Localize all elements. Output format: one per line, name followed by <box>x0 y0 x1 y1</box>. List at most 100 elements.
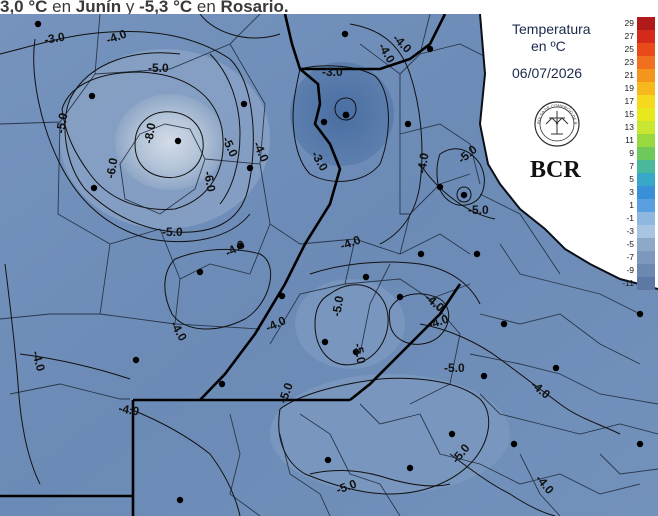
color-scale-swatch <box>637 56 655 69</box>
isotherm-label: -4.0 <box>29 349 48 373</box>
locality-dot <box>88 92 96 100</box>
isotherm-label: -5.0 <box>468 203 489 217</box>
locality-dot <box>324 456 332 464</box>
legend-date: 06/07/2026 <box>512 65 582 81</box>
locality-dot <box>460 191 468 199</box>
locality-dot <box>218 380 226 388</box>
color-scale-label: 23 <box>625 57 635 67</box>
color-scale-label: 5 <box>629 174 634 184</box>
color-scale-label: 3 <box>629 187 634 197</box>
isotherm-label: -5.0 <box>444 361 465 375</box>
color-scale-label: 29 <box>625 18 635 28</box>
color-scale-label: -7 <box>626 252 634 262</box>
color-scale-label: -11 <box>622 278 634 288</box>
locality-dot <box>417 250 425 258</box>
isotherm-label: -6.0 <box>201 170 218 193</box>
color-scale-swatch <box>637 238 655 251</box>
locality-dot <box>246 164 254 172</box>
color-scale-swatch <box>637 160 655 173</box>
caption-text: en <box>47 0 76 16</box>
locality-dot <box>500 320 508 328</box>
isotherm-label: -4.0 <box>414 151 431 174</box>
color-scale-label: 11 <box>625 135 634 145</box>
isotherm-label: -8.0 <box>141 121 158 144</box>
color-scale-label: 25 <box>625 44 635 54</box>
color-scale-swatch <box>637 30 655 43</box>
color-scale-label: 1 <box>629 200 634 210</box>
locality-dot <box>426 45 434 53</box>
locality-dot <box>176 496 184 504</box>
locality-dot <box>404 120 412 128</box>
caption-value-rosario: -5,3 °C <box>139 0 193 16</box>
color-scale-label: -9 <box>626 265 634 275</box>
isotherm-label: -5.0 <box>351 342 368 365</box>
locality-dot <box>321 338 329 346</box>
isotherm-label: -3.0 <box>43 30 66 47</box>
locality-dot <box>174 137 182 145</box>
isotherm-label: -4.0 <box>338 232 363 252</box>
isotherm-label: -4.0 <box>117 401 140 418</box>
locality-dot <box>132 356 140 364</box>
caption-text: y <box>121 0 140 16</box>
caption-place-rosario: Rosario. <box>220 0 289 16</box>
color-scale-swatch <box>637 212 655 225</box>
locality-dot <box>196 268 204 276</box>
border-cordoba-santafe <box>199 14 342 401</box>
province-borders <box>0 14 462 516</box>
border-santafe-buenosaires <box>349 283 462 402</box>
color-scale-swatch <box>637 147 655 160</box>
isotherm-label: -4.0 <box>426 311 451 331</box>
isotherm-label: -5.0 <box>276 381 296 406</box>
color-scale-swatch <box>637 225 655 238</box>
isotherm-label: -5.0 <box>148 61 169 75</box>
locality-dot <box>352 348 360 356</box>
color-scale-label: 21 <box>625 70 635 80</box>
locality-dot <box>236 242 244 250</box>
isotherm-label: -5.0 <box>334 476 359 496</box>
color-scale-swatch <box>637 199 655 212</box>
locality-dot <box>448 430 456 438</box>
isotherm-label: -5.0 <box>162 225 183 239</box>
locality-dot <box>90 184 98 192</box>
isotherm-label-group: -3.0 -4.0 -5.0 -5.0 -6.0 -8.0 -6.0 -5.0 … <box>29 26 557 497</box>
color-scale-swatch <box>637 277 655 290</box>
locality-dot <box>278 292 286 300</box>
locality-dot <box>636 310 644 318</box>
legend-unit: en ºC <box>531 38 566 54</box>
locality-dot <box>473 250 481 258</box>
locality-dot <box>342 111 350 119</box>
locality-dot <box>341 30 349 38</box>
cold-core-east <box>290 62 394 166</box>
color-scale-swatch <box>637 95 655 108</box>
locality-dot <box>510 440 518 448</box>
isotherm-label: -5.0 <box>329 294 346 317</box>
locality-dot <box>406 464 414 472</box>
isotherm-label: -4.0 <box>104 26 129 46</box>
isotherm-label: -6.0 <box>103 156 120 179</box>
caption-value-junin: 3,0 °C <box>0 0 48 16</box>
color-scale-swatch <box>637 264 655 277</box>
color-scale-swatch <box>637 108 655 121</box>
color-scale-swatch <box>637 43 655 56</box>
color-scale-swatch <box>637 17 655 30</box>
locality-dot <box>552 364 560 372</box>
color-scale-label: 9 <box>629 148 634 158</box>
caption-text: en <box>192 0 221 16</box>
locality-dot <box>320 118 328 126</box>
border-north <box>300 14 447 71</box>
caption-place-junin: Junín <box>75 0 122 16</box>
locality-dots <box>34 20 644 504</box>
color-scale-label: 27 <box>625 31 635 41</box>
color-scale-label: 17 <box>625 96 635 106</box>
light-zone-center <box>295 279 405 369</box>
color-scale-swatch <box>637 251 655 264</box>
color-scale-swatch <box>637 186 655 199</box>
color-scale-swatch <box>637 69 655 82</box>
locality-dot <box>436 183 444 191</box>
department-boundaries <box>0 14 658 516</box>
isotherm-lines <box>0 14 621 516</box>
locality-dot <box>636 440 644 448</box>
locality-dot <box>240 100 248 108</box>
color-scale-label: 15 <box>625 109 635 119</box>
